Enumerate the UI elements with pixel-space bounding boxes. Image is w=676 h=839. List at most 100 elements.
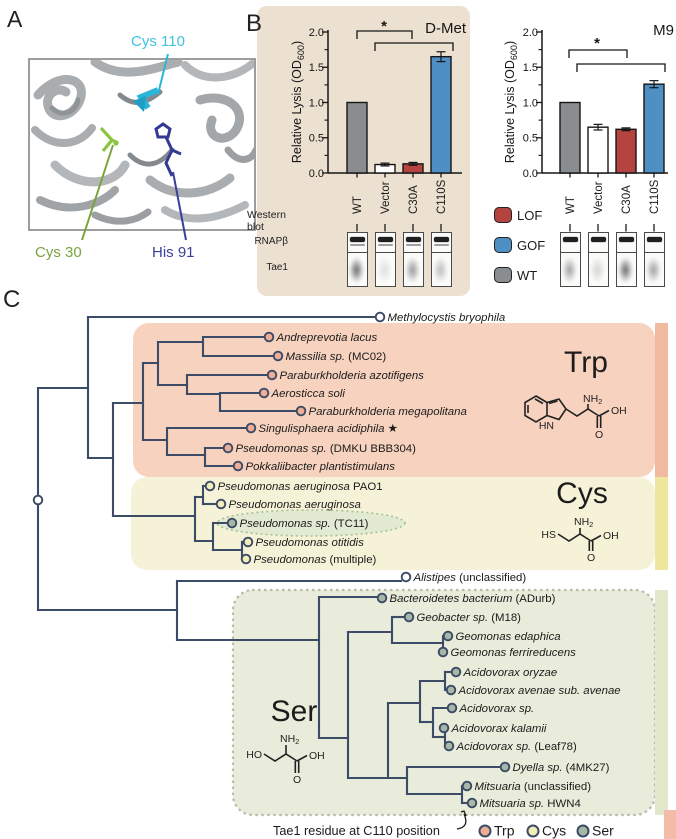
significance-star: *	[594, 35, 600, 52]
tc11-ellipse	[216, 509, 406, 537]
tc11-highlight	[216, 509, 406, 537]
blot-lane-D-Met-Vector	[374, 232, 396, 287]
residue-label-his91: His 91	[152, 244, 195, 261]
leaf-marker	[442, 630, 454, 642]
tae1-row-label: Tae1	[266, 262, 288, 273]
panel-c-label: C	[3, 286, 21, 313]
category-label: Vector	[593, 181, 605, 214]
key-label: Trp	[494, 823, 515, 839]
rnap-faint-band	[433, 243, 449, 246]
significance-bracket	[568, 49, 628, 58]
legend-label: GOF	[517, 237, 546, 253]
legend-label: LOF	[517, 207, 543, 223]
leaf-marker	[272, 350, 284, 362]
leaf-marker	[242, 536, 254, 548]
leaf-label: Mitsuaria sp. HWN4	[480, 798, 581, 810]
leaf-label: Paraburkholderia megapolitana	[309, 406, 467, 418]
leaf-marker	[376, 592, 388, 604]
leaf-marker	[204, 480, 216, 492]
bar-Vector	[587, 126, 609, 174]
rnap-faint-band	[377, 243, 393, 246]
leaf-label: Bacteroidetes bacterium (ADurb)	[390, 593, 556, 605]
key-marker-Trp	[478, 824, 492, 838]
clade-tab-trp	[655, 323, 668, 477]
tae1-smear	[562, 257, 577, 283]
leaf-marker	[403, 611, 415, 623]
rnap-faint-band	[405, 243, 421, 246]
legend-item-GOF: GOF	[494, 237, 545, 253]
panel-a-label: A	[7, 6, 23, 32]
tae1-smear	[646, 257, 661, 283]
structure-frame	[28, 58, 256, 231]
protein-structure-image	[28, 53, 256, 241]
leaf-label: Pseudomonas sp. (DMKU BBB304)	[236, 443, 417, 455]
tree-caption: Tae1 residue at C110 position	[273, 824, 440, 838]
leaf-marker	[437, 646, 449, 658]
trp-hn-label: HN	[539, 420, 554, 432]
legend-item-LOF: LOF	[494, 207, 542, 223]
residue-label-cys30: Cys 30	[35, 244, 82, 261]
leaf-marker	[263, 331, 275, 343]
y-axis-title: Relative Lysis (OD600)	[503, 41, 519, 163]
legend-item-WT: WT	[494, 267, 537, 283]
rnap-band	[377, 237, 393, 242]
rnap-band	[646, 237, 662, 242]
leaf-marker	[461, 780, 473, 792]
y-tick-label: 0.0	[523, 168, 538, 180]
clade-tab-ser	[655, 590, 668, 815]
key-label: Ser	[592, 823, 614, 839]
cys110-leader-line	[157, 53, 169, 95]
clade-tab-cys	[655, 477, 668, 570]
rnap-band	[590, 237, 606, 242]
leaf-marker	[215, 498, 227, 510]
cys-oh-label: OH	[603, 530, 619, 542]
trp-nh2-label: NH2	[583, 393, 602, 406]
chart-title: M9	[653, 22, 674, 39]
trp-oh-label: OH	[611, 405, 627, 417]
leaf-label: Mitsuaria (unclassified)	[475, 781, 592, 793]
clade-title-cys: Cys	[556, 477, 608, 510]
leaf-label: Acidovorax oryzae	[463, 667, 558, 679]
leaf-label: Pseudomonas (multiple)	[254, 554, 377, 566]
lane-divider	[644, 251, 664, 253]
lane-divider	[431, 251, 451, 253]
leaf-label: Alistipes (unclassified)	[413, 572, 527, 584]
caption-arrowhead	[460, 810, 467, 817]
bar-C110S	[643, 83, 665, 174]
tae1-smear	[433, 257, 448, 283]
legend-swatch	[494, 267, 512, 283]
cys-structure: HS NH2 OH O	[541, 516, 618, 564]
cys30-leader-line	[81, 144, 114, 241]
clade-box-trp	[133, 323, 655, 477]
rnap-band	[562, 237, 578, 242]
lane-divider	[560, 251, 580, 253]
rnap-band	[349, 237, 365, 242]
leaf-marker	[232, 460, 244, 472]
leaf-marker	[466, 797, 478, 809]
leaf-label: Geomonas ferrireducens	[451, 647, 577, 659]
category-label: C30A	[621, 185, 633, 214]
panel-b-label: B	[246, 10, 263, 37]
leaf-label: Pseudomonas sp. (TC11)	[240, 518, 369, 530]
his91-leader-line	[172, 171, 187, 241]
tae1-smear	[405, 257, 420, 283]
blot-lane-M9-WT	[559, 232, 581, 287]
clade-box-ser	[231, 588, 657, 817]
key-marker-Ser	[576, 824, 590, 838]
leaf-marker	[295, 405, 307, 417]
leaf-label: Paraburkholderia azotifigens	[280, 370, 425, 382]
leaf-label: Acidovorax kalamii	[451, 723, 547, 735]
blot-lane-M9-C30A	[615, 232, 637, 287]
leaf-label: Methylocystis bryophila	[388, 312, 506, 324]
leaf-marker	[438, 722, 450, 734]
ser-nh2-label: NH2	[280, 733, 299, 746]
clade-boxes	[131, 323, 668, 817]
trp-structure: HN NH2 OH O	[524, 393, 627, 441]
clade-title-trp: Trp	[564, 346, 608, 379]
residue-cys30	[99, 126, 119, 153]
western-blot-label: Western blot	[247, 209, 286, 233]
